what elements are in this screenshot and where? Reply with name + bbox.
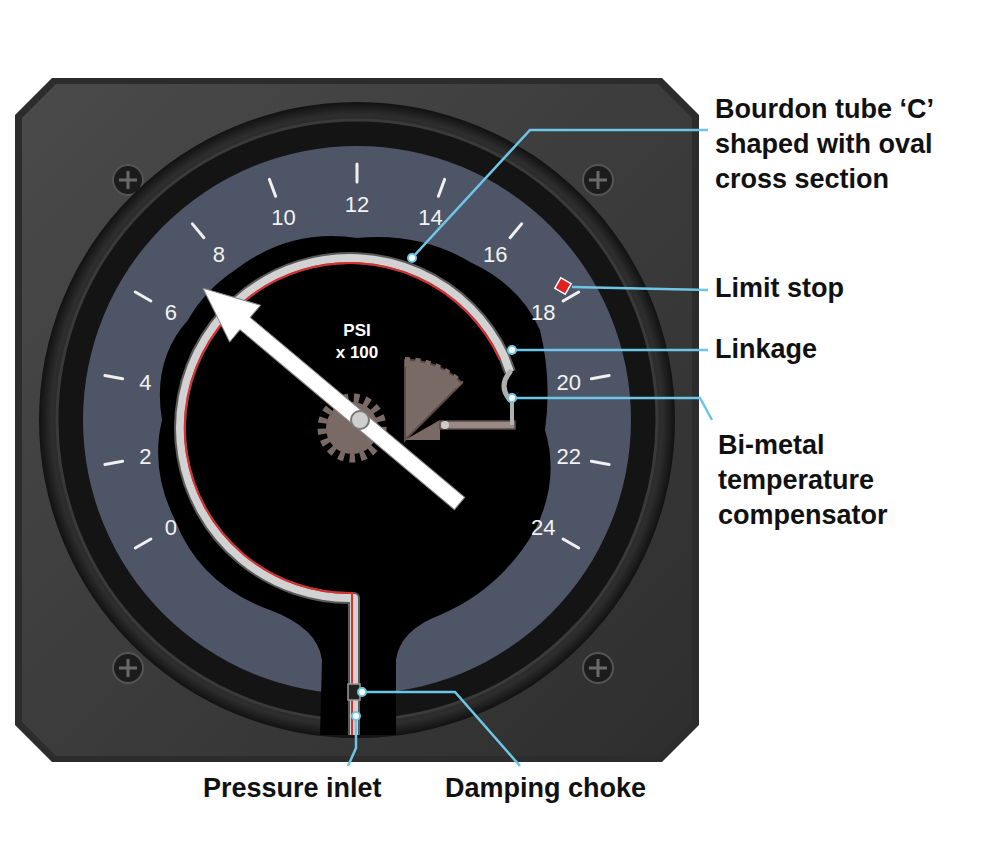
scale-number: 4 — [139, 370, 151, 396]
linkage-rod — [440, 400, 515, 429]
callout-label: Linkage — [715, 333, 817, 365]
leader-dots — [352, 254, 516, 720]
callout-label: Pressure inlet — [203, 772, 382, 804]
scale-number: 12 — [345, 192, 369, 218]
scale-number: 20 — [556, 370, 580, 396]
scale-number: 0 — [165, 515, 177, 541]
bezel — [22, 84, 692, 756]
callout-label: Damping choke — [445, 772, 646, 804]
unit-label: x 100 — [336, 343, 379, 363]
pointer-hub — [351, 411, 369, 429]
scale-number: 2 — [139, 444, 151, 470]
bourdon-tube — [180, 258, 510, 735]
scale-number: 8 — [213, 242, 225, 268]
scale-number: 6 — [165, 300, 177, 326]
pointer — [188, 270, 475, 522]
scale-number: 18 — [531, 300, 555, 326]
outer-ring — [39, 102, 675, 738]
scale-number: 16 — [483, 242, 507, 268]
scale-number: 22 — [556, 444, 580, 470]
bezel-edge — [15, 78, 699, 762]
cutaway — [158, 236, 551, 735]
unit-label: PSI — [343, 321, 370, 341]
callout-label: Limit stop — [715, 272, 844, 304]
scale-number: 14 — [418, 205, 442, 231]
callout-label: Bourdon tube ‘C’ shaped with oval cross … — [715, 92, 965, 197]
scale-number: 10 — [271, 205, 295, 231]
scale-number: 24 — [531, 515, 555, 541]
leader-lines — [348, 130, 712, 766]
callout-label: Bi-metal temperature compensator — [718, 428, 953, 533]
limit-stop — [555, 278, 571, 294]
